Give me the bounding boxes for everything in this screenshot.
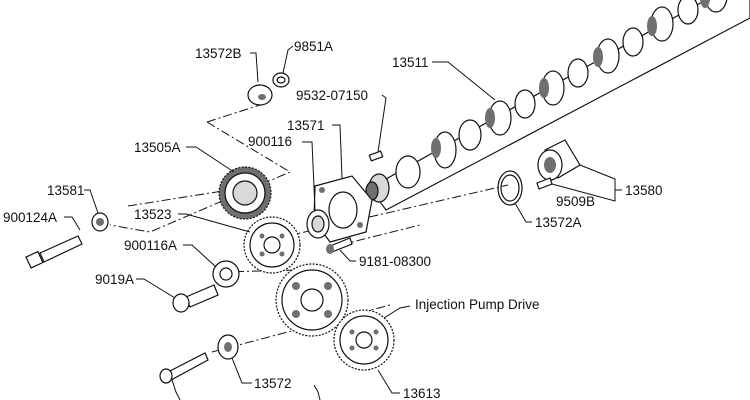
label-13505a: 13505A: [134, 140, 181, 155]
leader-lines: [64, 45, 622, 400]
label-13571: 13571: [287, 118, 325, 133]
label-13613: 13613: [403, 386, 441, 400]
label-13511: 13511: [392, 55, 429, 70]
label-900116: 900116: [248, 134, 292, 149]
label-13580: 13580: [625, 183, 663, 198]
bolt-9019a: [172, 284, 219, 313]
injection-pump-gear: [333, 309, 395, 371]
label-13572b: 13572B: [195, 46, 242, 61]
spacer-900116a: [212, 260, 240, 288]
plug-13572b: [247, 84, 273, 106]
label-13581: 13581: [47, 183, 85, 198]
pin-9509b: [536, 177, 553, 190]
label-900116a: 900116A: [124, 238, 177, 253]
label-13523: 13523: [134, 207, 172, 222]
camshaft: [365, 0, 750, 211]
label-9509b: 9509B: [556, 194, 595, 209]
label-9532-07150: 9532-07150: [296, 88, 368, 103]
idler-gear: [243, 216, 301, 274]
plug-13572: [217, 334, 239, 360]
crankshaft-gear: [218, 166, 272, 220]
label-9851a: 9851A: [294, 39, 333, 54]
gasket-13572a: [497, 170, 523, 206]
label-injection-pump-drive: Injection Pump Drive: [415, 297, 540, 312]
bolt-900124a: [25, 235, 83, 269]
bolt-9181-08300: [326, 237, 353, 254]
bolt-lower: [159, 352, 209, 384]
spacer-ring: [306, 209, 330, 239]
part-labels: 13572B 9851A 13511 9532-07150 13571 9001…: [3, 39, 663, 400]
label-9019a: 9019A: [95, 272, 134, 287]
washer-13581: [91, 212, 109, 232]
label-13572a: 13572A: [535, 215, 582, 230]
camshaft-gear: [275, 263, 349, 337]
washer-9851a: [272, 72, 290, 88]
sensor-13580: [537, 139, 581, 181]
label-900124a: 900124A: [3, 210, 57, 225]
woodruff-key: [368, 150, 384, 162]
label-9181-08300: 9181-08300: [359, 254, 431, 269]
label-13572: 13572: [254, 376, 292, 391]
